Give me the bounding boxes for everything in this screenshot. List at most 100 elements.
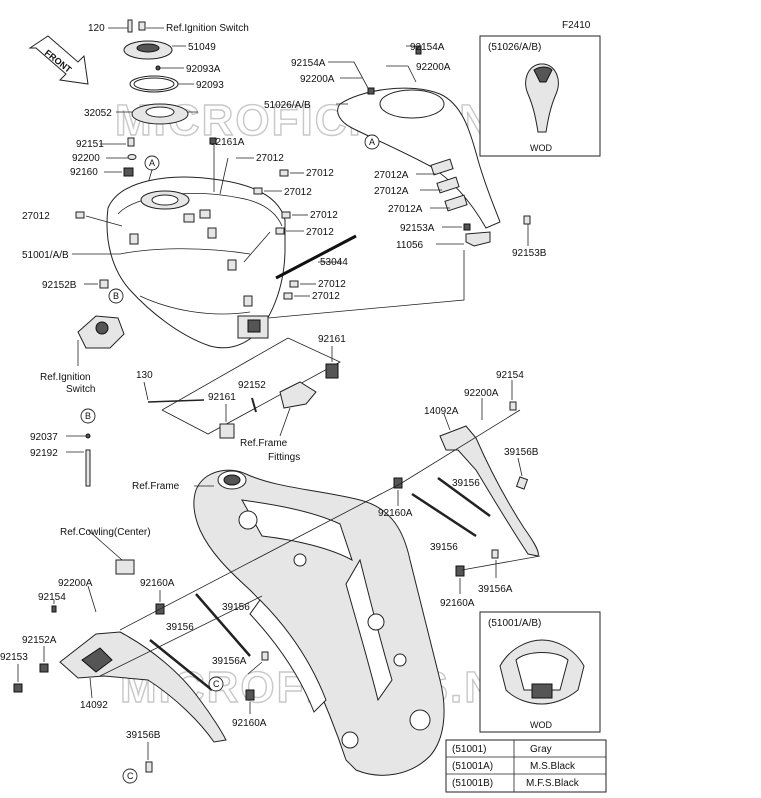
inset-caption: WOD	[530, 720, 552, 730]
part-label: 130	[136, 370, 153, 381]
part-label: 39156	[222, 602, 250, 613]
table-cell: Gray	[530, 744, 552, 755]
pin-92152	[251, 397, 257, 413]
part-label: 14092	[80, 700, 108, 711]
part-label: 92200	[72, 153, 100, 164]
part-label: 92152A	[22, 635, 57, 646]
ignition-switch	[77, 315, 125, 349]
callout-b	[80, 408, 96, 424]
part-label: 92200A	[464, 388, 499, 399]
part-label: 92160A	[440, 598, 475, 609]
part-label: 92161	[318, 334, 346, 345]
part-label: 27012	[284, 187, 312, 198]
watermark-top: MICROFICHES.NET	[115, 96, 553, 145]
table-cell: M.S.Black	[530, 761, 576, 772]
bracket-cowling	[115, 559, 135, 575]
part-label: 11056	[396, 240, 424, 251]
part-label: 27012	[22, 211, 50, 222]
part-label: 39156A	[478, 584, 513, 595]
callout-b-label: B	[85, 411, 91, 421]
bracket-14092a	[439, 425, 539, 557]
ref-frame-fittings-1: Ref.Frame	[240, 438, 288, 449]
part-label: 92192	[30, 448, 58, 459]
part-label: 92154	[38, 592, 66, 603]
part-label: 92200A	[58, 578, 93, 589]
part-label: 27012A	[374, 170, 409, 181]
table-cell: (51001B)	[452, 778, 493, 789]
part-label: 27012	[256, 153, 284, 164]
part-label: 51049	[188, 42, 216, 53]
fuel-tank	[106, 176, 286, 349]
ref-cowling-center: Ref.Cowling(Center)	[60, 527, 151, 538]
part-label: 92161A	[210, 137, 245, 148]
part-label: 92160	[70, 167, 98, 178]
table-cell: (51001)	[452, 744, 486, 755]
part-label: 92093A	[186, 64, 221, 75]
part-label: 27012	[312, 291, 340, 302]
inset-51001: (51001/A/B) WOD	[479, 611, 601, 733]
part-label: 92160A	[140, 578, 175, 589]
tank-cover	[337, 45, 501, 229]
part-label: 51026/A/B	[264, 100, 311, 111]
grommet	[325, 363, 339, 379]
part-label: 92154	[496, 370, 524, 381]
part-label: 92154A	[291, 58, 326, 69]
frame-fitting	[279, 381, 317, 409]
ref-ignition-switch-top: Ref.Ignition Switch	[166, 23, 249, 34]
callout-b	[108, 288, 124, 304]
part-label: 92152B	[42, 280, 77, 291]
inset-title: (51026/A/B)	[488, 42, 541, 53]
part-label: 92037	[30, 432, 58, 443]
fasteners-left	[123, 137, 137, 177]
front-arrow-icon: FRONT	[28, 35, 89, 85]
part-label: 92200A	[300, 74, 335, 85]
color-table: (51001) Gray (51001A) M.S.Black (51001B)…	[445, 739, 607, 793]
callout-c	[122, 768, 138, 784]
part-label: 27012	[306, 227, 334, 238]
part-label: 39156	[452, 478, 480, 489]
part-label: 27012	[310, 210, 338, 221]
part-label: 27012A	[388, 204, 423, 215]
inset-caption: WOD	[530, 143, 552, 153]
bracket-11056	[465, 231, 491, 247]
part-label: 27012	[306, 168, 334, 179]
callout-a-label: A	[369, 137, 375, 147]
main-frame	[193, 469, 445, 776]
part-label: 120	[88, 23, 105, 34]
part-label: 32052	[84, 108, 112, 119]
callout-c-label: C	[127, 771, 134, 781]
ref-ignition-switch-1: Ref.Ignition	[40, 372, 91, 383]
fuel-cap-assembly	[123, 19, 189, 125]
part-label: 92161	[208, 392, 236, 403]
part-label: 92154A	[410, 42, 445, 53]
callout-a	[364, 134, 380, 150]
table-cell: M.F.S.Black	[526, 778, 580, 789]
ref-ignition-switch-2: Switch	[66, 384, 95, 395]
inset-title: (51001/A/B)	[488, 618, 541, 629]
part-label: 39156B	[504, 447, 539, 458]
part-label: 27012A	[374, 186, 409, 197]
figure-code: F2410	[562, 20, 591, 31]
part-label: 39156	[166, 622, 194, 633]
part-label: 92153	[0, 652, 28, 663]
part-label: 92160A	[232, 718, 267, 729]
bolt-130	[147, 399, 205, 403]
grommet-left	[219, 423, 235, 439]
part-label: 53044	[320, 257, 348, 268]
part-label: 14092A	[424, 406, 459, 417]
callout-a-label: A	[149, 158, 155, 168]
part-label: 51001/A/B	[22, 250, 69, 261]
ref-frame-fittings-2: Fittings	[268, 452, 300, 463]
part-label: 92160A	[378, 508, 413, 519]
callout-c	[208, 676, 224, 692]
part-label: 39156A	[212, 656, 247, 667]
part-label: 92152	[238, 380, 266, 391]
inset-51026: (51026/A/B) WOD	[479, 35, 601, 157]
part-label: 27012	[318, 279, 346, 290]
strip-53044	[275, 234, 357, 280]
callout-c-label: C	[213, 679, 220, 689]
callout-b-label: B	[113, 291, 119, 301]
table-cell: (51001A)	[452, 761, 493, 772]
part-label: 39156	[430, 542, 458, 553]
